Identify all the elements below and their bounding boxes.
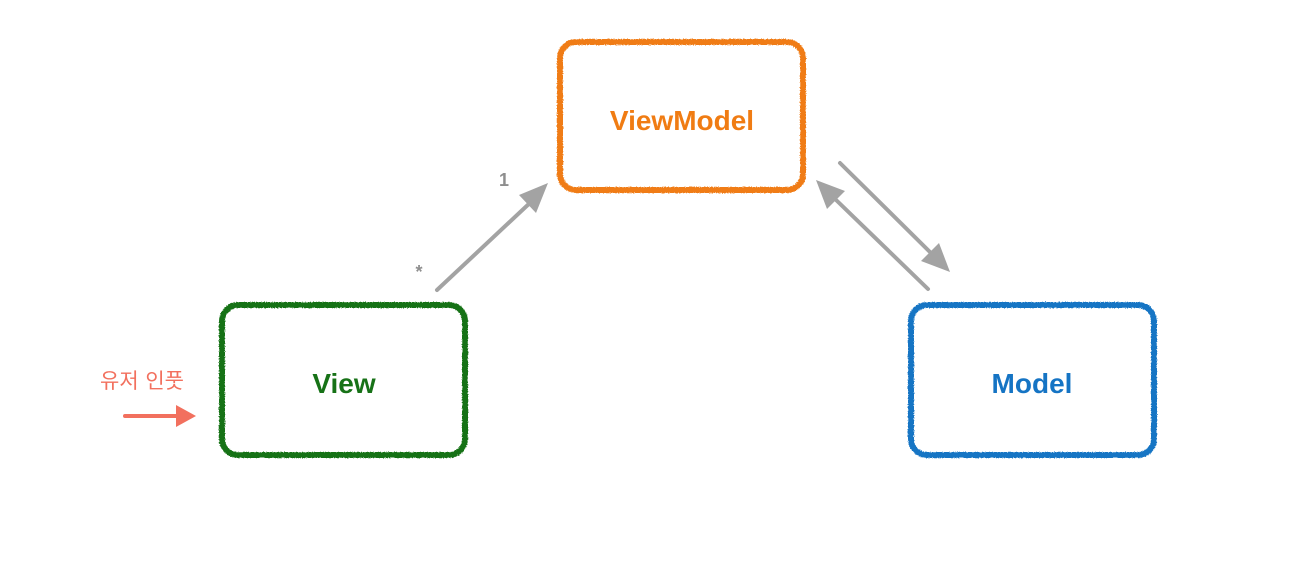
user-input: 유저 인풋 <box>100 369 196 427</box>
source-multiplicity-label: * <box>415 262 422 282</box>
viewmodel-node: ViewModel <box>557 39 806 193</box>
view-label: View <box>312 368 376 399</box>
user-input-label: 유저 인풋 <box>100 369 184 393</box>
viewmodel-to-model-arrow <box>838 161 950 272</box>
view-to-viewmodel-arrow <box>435 183 548 292</box>
user-input-arrow <box>123 405 196 427</box>
model-box <box>908 302 1157 458</box>
viewmodel-label: ViewModel <box>610 105 754 136</box>
target-multiplicity-label: 1 <box>499 170 509 190</box>
viewmodel-box <box>557 39 806 193</box>
model-to-viewmodel-arrow <box>816 180 930 291</box>
view-node: View <box>219 302 468 458</box>
model-label: Model <box>992 368 1073 399</box>
view-box <box>219 302 468 458</box>
model-node: Model <box>908 302 1157 458</box>
